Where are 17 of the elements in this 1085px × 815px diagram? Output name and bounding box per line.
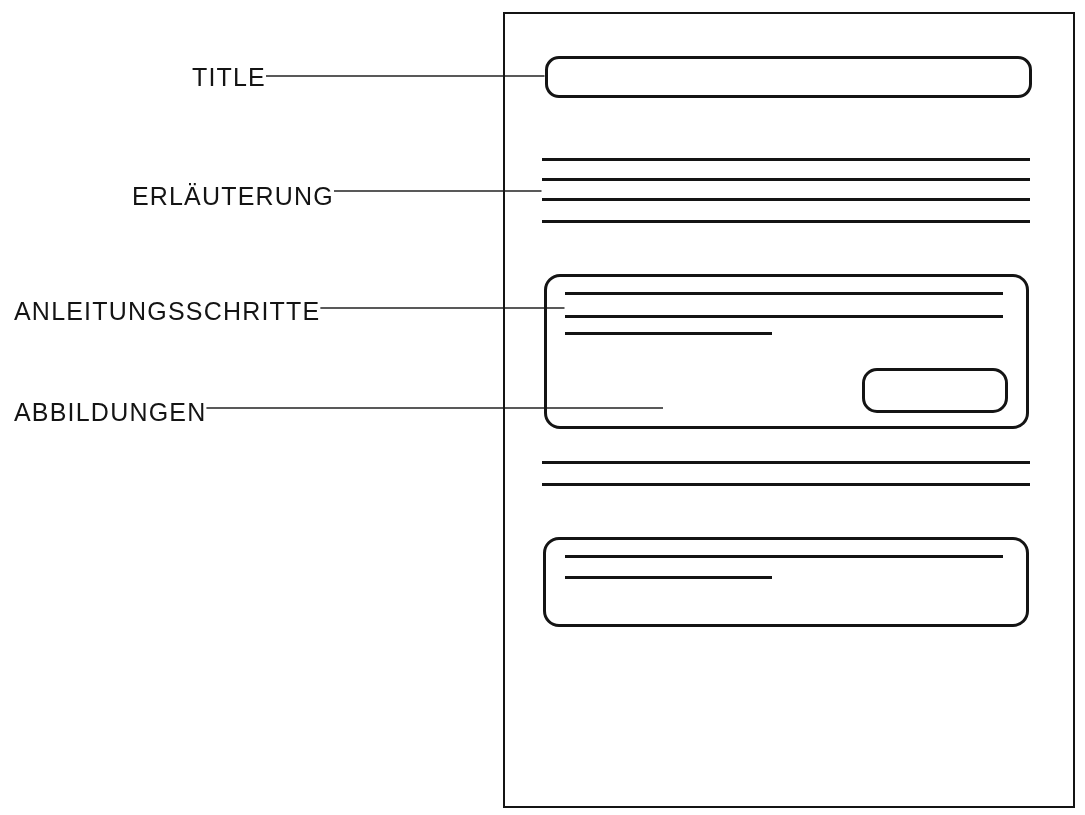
steps-panel	[543, 273, 1029, 429]
text-lines	[541, 157, 1030, 224]
leader-line	[319, 307, 566, 309]
callout-label: ANLEITUNGSSCHRITTE	[14, 298, 321, 324]
callout-label: ERLÄUTERUNG	[131, 183, 334, 209]
text-lines	[564, 554, 1003, 579]
text-lines	[541, 460, 1030, 486]
title-bar	[544, 55, 1032, 98]
button-placeholder	[861, 367, 1008, 413]
leader-line	[333, 190, 543, 192]
text-lines	[564, 291, 1003, 335]
leader-line	[265, 75, 546, 77]
leader-line	[205, 407, 664, 409]
content-panel	[542, 536, 1029, 627]
page-outline	[503, 12, 1075, 808]
callout-label: TITLE	[191, 64, 266, 90]
callout-label: ABBILDUNGEN	[14, 399, 207, 425]
